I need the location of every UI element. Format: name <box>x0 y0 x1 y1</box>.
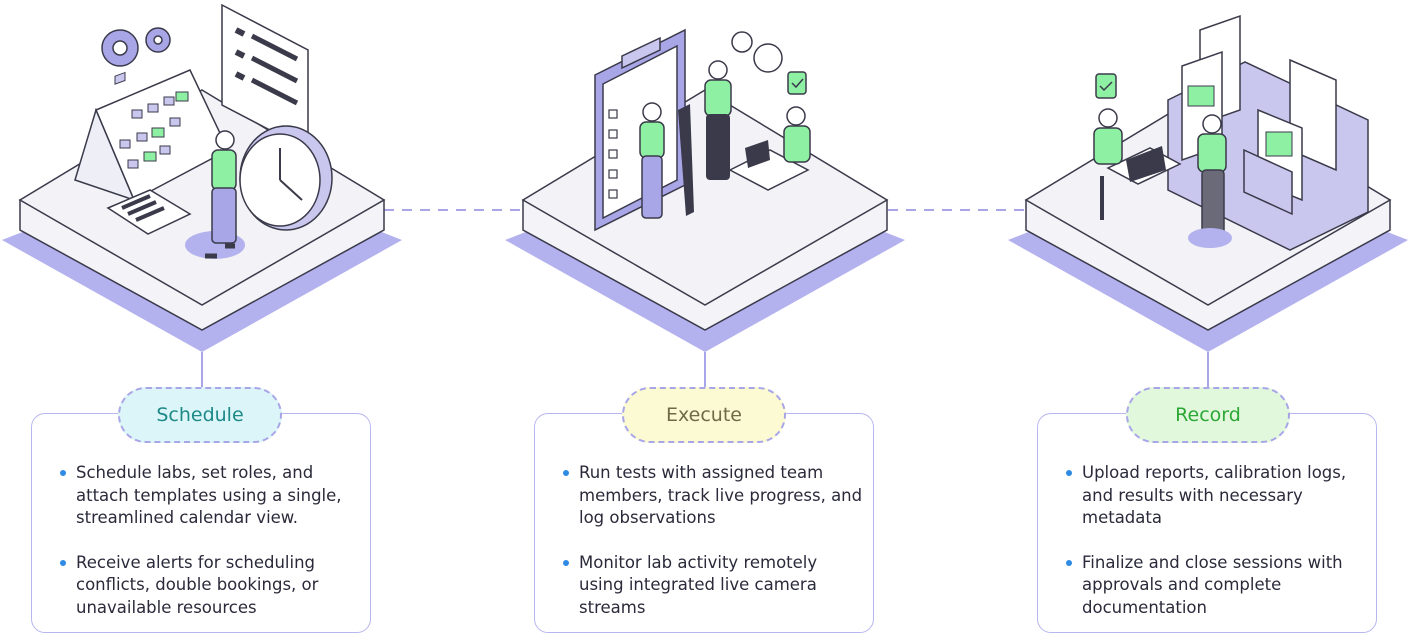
stage-label-execute: Execute <box>622 387 786 443</box>
bullet-item: Finalize and close sessions with approva… <box>1066 552 1366 620</box>
stage-label-schedule: Schedule <box>118 387 282 443</box>
stage-card-schedule: Schedule labs, set roles, and attach tem… <box>31 413 371 633</box>
stage-card-record: Upload reports, calibration logs, and re… <box>1037 413 1377 633</box>
bullet-item: Schedule labs, set roles, and attach tem… <box>60 462 360 530</box>
stage-card-execute: Run tests with assigned team members, tr… <box>534 413 874 633</box>
bullet-item: Upload reports, calibration logs, and re… <box>1066 462 1366 530</box>
bullet-list: Schedule labs, set roles, and attach tem… <box>60 462 360 641</box>
records-illustration <box>1093 14 1369 251</box>
bullet-item: Receive alerts for scheduling conflicts,… <box>60 552 360 620</box>
team-illustration <box>594 28 811 232</box>
calendar-illustration <box>74 3 333 259</box>
bullet-item: Run tests with assigned team members, tr… <box>563 462 863 530</box>
bullet-list: Run tests with assigned team members, tr… <box>563 462 863 641</box>
stage-label-record: Record <box>1126 387 1290 443</box>
bullet-item: Monitor lab activity remotely using inte… <box>563 552 863 620</box>
platform-execute <box>505 89 905 352</box>
bullet-list: Upload reports, calibration logs, and re… <box>1066 462 1366 641</box>
